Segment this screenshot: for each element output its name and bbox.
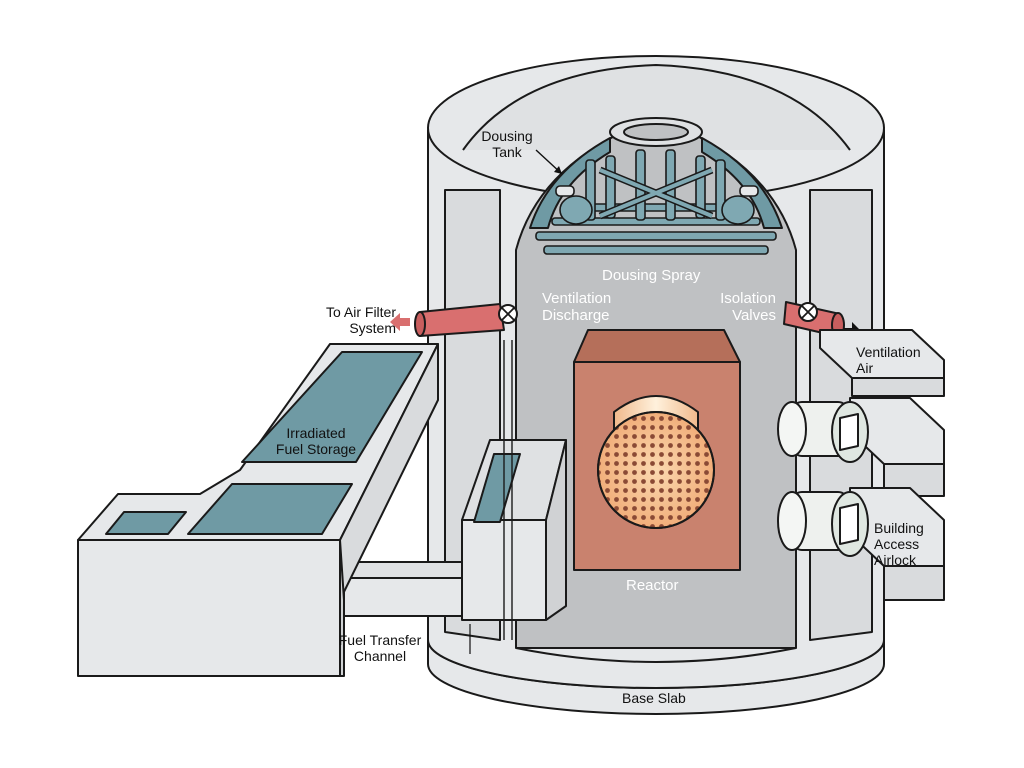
middle-pool [187, 483, 353, 535]
storage-bay-front [77, 539, 341, 677]
small-pool [105, 511, 187, 535]
ventilation-air-label: Ventilation Air [856, 344, 921, 376]
ventilation-air-duct [819, 329, 945, 397]
reactor-box-top [573, 329, 741, 363]
isolation-valve-pipe [783, 301, 845, 338]
airlock-upper [777, 401, 869, 463]
large-pool [241, 351, 423, 463]
air-filter-arrow-icon [390, 313, 410, 331]
fuel-transfer-channel-label: Fuel Transfer Channel [338, 632, 422, 664]
fuel-storage-structure [77, 343, 439, 677]
to-air-filter-label: To Air Filter System [325, 304, 396, 336]
dousing-tank-label: Dousing Tank [481, 128, 533, 160]
reactor [573, 329, 741, 571]
ventilation-discharge-label: Ventilation Discharge [542, 290, 612, 324]
lower-airlock-shelf [849, 487, 945, 601]
isolation-valves-label: Isolation Valves [720, 290, 776, 324]
base-slab-label: Base Slab [622, 690, 686, 706]
reactor-label: Reactor [626, 577, 679, 594]
dousing-spray-pipes [535, 149, 777, 255]
building-access-airlock-label: Building Access Airlock [874, 520, 924, 568]
airlock-lower [777, 491, 869, 557]
dome-inner [462, 64, 851, 151]
interior-floor [515, 647, 797, 663]
fuel-transfer-channel [335, 561, 471, 617]
dousing-spray-label: Dousing Spray [602, 267, 701, 284]
irradiated-fuel-storage-label: Irradiated Fuel Storage [275, 425, 357, 457]
ventilation-discharge-pipe [414, 303, 518, 337]
